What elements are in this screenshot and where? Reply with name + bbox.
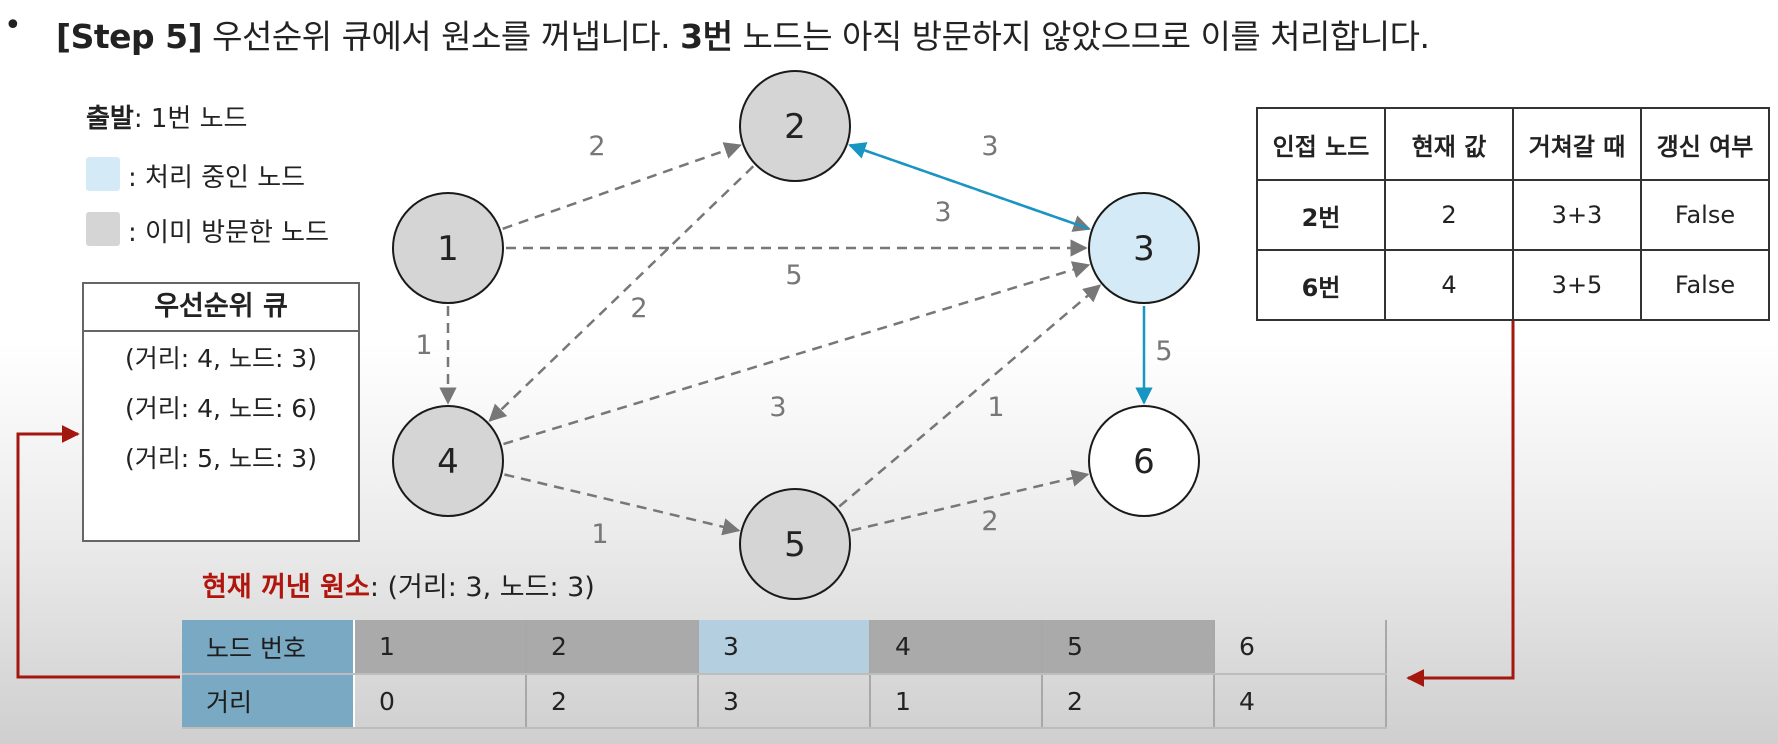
- node-circle: [392, 192, 504, 304]
- adjacency-cell: 2: [1384, 179, 1514, 251]
- distance-value-row: 거리 0 2 3 1 2 4: [182, 674, 1387, 729]
- node-circle: [739, 70, 851, 182]
- distance-row-label: 노드 번호: [182, 620, 355, 675]
- edge-weight-label: 3: [934, 197, 951, 228]
- distance-value-cell: 4: [1214, 674, 1387, 729]
- legend-visited-label: : 이미 방문한 노드: [128, 218, 329, 248]
- node-label: 3: [1133, 229, 1155, 269]
- adjacency-cell: False: [1640, 179, 1770, 251]
- edge-weight-label: 3: [769, 392, 786, 423]
- distance-node-cell: 6: [1214, 620, 1387, 675]
- edge-weight-label: 5: [785, 260, 802, 291]
- edge-weight-label: 5: [1155, 336, 1172, 367]
- current-element: 현재 꺼낸 원소: (거리: 3, 노드: 3): [202, 565, 595, 604]
- legend-processing-label: : 처리 중인 노드: [128, 163, 306, 193]
- node-circle: [739, 488, 851, 600]
- graph-node-1: 1: [392, 192, 504, 304]
- queue-item: (거리: 4, 노드: 3): [125, 344, 317, 373]
- distance-value-cell: 2: [526, 674, 699, 729]
- edge-weight-label: 3: [981, 131, 998, 162]
- distance-row-label: 거리: [182, 674, 355, 729]
- graph-node-5: 5: [739, 488, 851, 600]
- distance-value-cell: 1: [870, 674, 1043, 729]
- distance-node-row: 노드 번호 1 2 3 4 5 6: [182, 620, 1387, 675]
- node-label: 1: [437, 229, 459, 269]
- distance-table: 노드 번호 1 2 3 4 5 6 거리 0 2 3 1 2 4: [182, 620, 1387, 729]
- connector-arrow-left: [16, 425, 180, 679]
- adjacency-cell: 4: [1384, 249, 1514, 321]
- node-circle: [1088, 192, 1200, 304]
- edge-weight-label: 2: [630, 293, 647, 324]
- step-label: [Step 5]: [56, 17, 203, 56]
- legend-start-value: : 1번 노드: [133, 104, 248, 134]
- legend-processing-swatch: [86, 157, 120, 191]
- edge-5-6: [851, 469, 1090, 532]
- adjacency-cell: 3+5: [1512, 249, 1642, 321]
- adjacency-cell: 3+3: [1512, 179, 1642, 251]
- graph-node-6: 6: [1088, 405, 1200, 517]
- edge-weight-label: 1: [987, 392, 1004, 423]
- adjacency-cell: 2번: [1256, 179, 1386, 251]
- distance-node-cell: 3: [698, 620, 871, 675]
- step-text-2: 노드는 아직 방문하지 않았으므로 이를 처리합니다.: [732, 17, 1430, 56]
- adjacency-header: 현재 값: [1384, 107, 1514, 181]
- node-circle: [1088, 405, 1200, 517]
- step-description: [Step 5] 우선순위 큐에서 원소를 꺼냅니다. 3번 노드는 아직 방문…: [56, 10, 1430, 58]
- step-node: 3번: [680, 17, 733, 56]
- current-element-label: 현재 꺼낸 원소: [202, 572, 370, 603]
- graph-node-2: 2: [739, 70, 851, 182]
- edge-weight-label: 2: [981, 506, 998, 537]
- edge-3-2: [848, 142, 1090, 231]
- node-label: 5: [784, 525, 806, 565]
- edge-4-5: [504, 473, 741, 536]
- legend-visited-swatch: [86, 212, 120, 246]
- adjacency-header-row: 인접 노드 현재 값 거쳐갈 때 갱신 여부: [1256, 107, 1770, 181]
- distance-node-cell: 5: [1042, 620, 1215, 675]
- adjacency-cell: 6번: [1256, 249, 1386, 321]
- distance-value-cell: 0: [354, 674, 527, 729]
- adjacency-row: 6번 4 3+5 False: [1256, 249, 1770, 321]
- priority-queue-box: 우선순위 큐 (거리: 4, 노드: 3) (거리: 4, 노드: 6) (거리…: [82, 282, 360, 542]
- queue-item: (거리: 4, 노드: 6): [125, 394, 317, 423]
- adjacency-row: 2번 2 3+3 False: [1256, 179, 1770, 251]
- bullet: •: [4, 8, 22, 43]
- edge-1-2: [502, 142, 742, 230]
- node-label: 4: [437, 442, 459, 482]
- adjacency-table: 인접 노드 현재 값 거쳐갈 때 갱신 여부 2번 2 3+3 False 6번…: [1256, 107, 1770, 321]
- distance-node-cell: 1: [354, 620, 527, 675]
- connector-arrow-right: [1406, 318, 1515, 687]
- adjacency-header: 거쳐갈 때: [1512, 107, 1642, 181]
- legend-start-label: 출발: [86, 104, 134, 134]
- legend-start: 출발: 1번 노드: [86, 98, 247, 135]
- priority-queue-title: 우선순위 큐: [84, 284, 358, 332]
- node-label: 2: [784, 107, 806, 147]
- adjacency-cell: False: [1640, 249, 1770, 321]
- distance-node-cell: 4: [870, 620, 1043, 675]
- node-label: 6: [1133, 442, 1155, 482]
- edge-weight-label: 2: [588, 131, 605, 162]
- distance-value-cell: 2: [1042, 674, 1215, 729]
- adjacency-header: 갱신 여부: [1640, 107, 1770, 181]
- graph-node-4: 4: [392, 405, 504, 517]
- distance-node-cell: 2: [526, 620, 699, 675]
- adjacency-header: 인접 노드: [1256, 107, 1386, 181]
- distance-value-cell: 3: [698, 674, 871, 729]
- step-text-1: 우선순위 큐에서 원소를 꺼냅니다.: [202, 17, 681, 56]
- edge-2-4: [488, 165, 755, 422]
- current-element-value: : (거리: 3, 노드: 3): [369, 572, 595, 603]
- queue-item: (거리: 5, 노드: 3): [125, 444, 317, 473]
- edge-weight-label: 1: [591, 519, 608, 550]
- graph-node-3: 3: [1088, 192, 1200, 304]
- step-header: • [Step 5] 우선순위 큐에서 원소를 꺼냅니다. 3번 노드는 아직 …: [0, 6, 1778, 58]
- node-circle: [392, 405, 504, 517]
- edge-weight-label: 1: [415, 330, 432, 361]
- edge-5-3: [838, 284, 1102, 508]
